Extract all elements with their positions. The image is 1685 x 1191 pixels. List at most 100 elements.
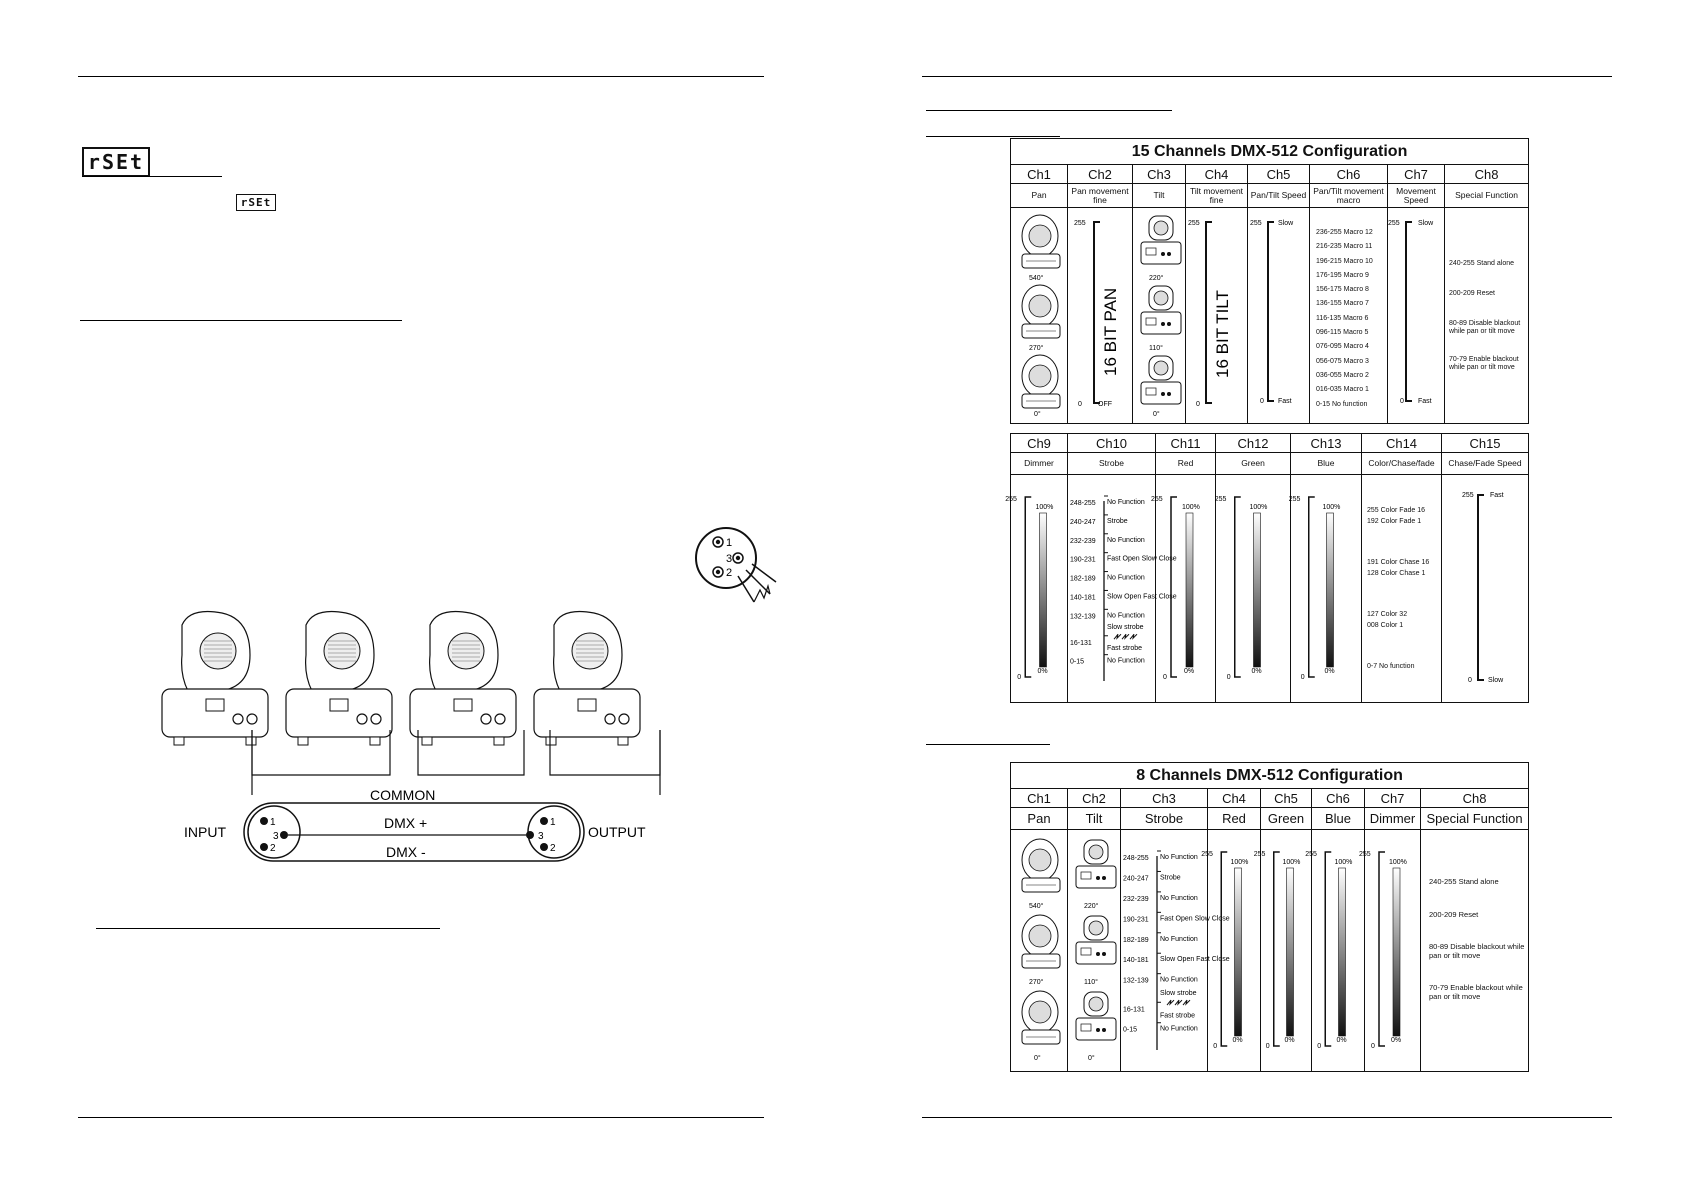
t15-fn-strobe: Strobe [1067, 452, 1156, 475]
t8-strobe-strobe-icon [1166, 999, 1191, 1006]
t15-ch11: Ch11 [1155, 433, 1216, 453]
cable-in-pin-2: 2 [270, 843, 276, 854]
t8-ch4: Ch4 [1207, 788, 1261, 808]
xlr-connector-icon: 1 3 2 [695, 527, 777, 603]
t8-ch1-pan-cell: 540° 270° 0° [1010, 829, 1068, 1072]
t15-ch3-tilt-cell: 220° 110° 0° [1132, 207, 1186, 424]
moving-head-fixture [285, 610, 393, 746]
moving-head-fixture [533, 610, 641, 746]
t8-grad-1-gradient-bar [1286, 867, 1294, 1037]
t8-pan-0: 0° [1034, 1054, 1041, 1062]
t15-strobe-range-8: 0-15 [1070, 659, 1084, 666]
xlr-pin-2: 2 [726, 567, 732, 579]
t8-strobe-range-8: 0-15 [1123, 1027, 1137, 1034]
t8-strobe-range-1: 240-247 [1123, 875, 1149, 882]
t15-ch4: Ch4 [1185, 164, 1248, 184]
t8-strobe-label-5: Slow Open Fast Close [1160, 956, 1230, 963]
t8-grad-1-0: 0 [1266, 1043, 1270, 1050]
t15-fn-pan-fine: Pan movement fine [1067, 183, 1133, 208]
t15-grad-2-gradient-bar [1253, 512, 1261, 668]
t8-grad-1-0pct: 0% [1285, 1037, 1295, 1044]
t15-fn-macro: Pan/Tilt movement macro [1309, 183, 1388, 208]
t8-ch8-enable-blackout: 70-79 Enable blackout while pan or tilt … [1429, 983, 1523, 1001]
t15-grad-1-gradient-bar [1185, 512, 1194, 668]
t8-ch5: Ch5 [1260, 788, 1312, 808]
t15-strobe-range-2: 232-239 [1070, 538, 1096, 545]
t8-grad-1-255: 255 [1254, 851, 1266, 858]
section-heading-underline-1 [80, 320, 402, 321]
t15-strobe-range-3: 190-231 [1070, 557, 1096, 564]
t15-grad-1-100pct: 100% [1182, 504, 1200, 511]
t8-grad-2-0pct: 0% [1337, 1037, 1347, 1044]
footer-rule-right [922, 1117, 1612, 1118]
t15-ch7-cell: 255 Slow 0 Fast [1387, 207, 1445, 424]
t15-ch8-special-list: 240-255 Stand alone 200-209 Reset 80-89 … [1443, 207, 1530, 424]
t15-fn-pan: Pan [1010, 183, 1068, 208]
t15-strobe-range-7: 16-131 [1070, 640, 1092, 647]
table8-title: 8 Channels DMX-512 Configuration [1009, 762, 1530, 789]
t8-ch1: Ch1 [1010, 788, 1068, 808]
t15-ch13: Ch13 [1290, 433, 1362, 453]
t15-grad-0-0: 0 [1017, 674, 1021, 681]
t15-ch2-off: OFF [1098, 401, 1112, 408]
t8-grad-3-0pct: 0% [1391, 1037, 1401, 1044]
t15-grad-2-0pct: 0% [1252, 668, 1262, 675]
reset-heading-underline [82, 176, 222, 177]
header-rule-right [922, 76, 1612, 77]
t8-strobe-range-6: 132-139 [1123, 978, 1149, 985]
t8-tilt-110: 110° [1084, 978, 1098, 986]
t15-grad-0-100pct: 100% [1036, 504, 1054, 511]
t15-ch5-fast: Fast [1278, 398, 1292, 405]
t15-grad-0-255: 255 [1005, 496, 1017, 503]
t8-strobe-label-3: Fast Open Slow Close [1160, 915, 1230, 922]
t15-fn-chase-fade-speed: Chase/Fade Speed [1441, 452, 1529, 475]
t8-strobe-range-5: 140-181 [1123, 957, 1149, 964]
t15-ch15-fast: Fast [1490, 492, 1504, 499]
t15-macro-4: 156-175 Macro 8 [1316, 286, 1369, 294]
t15-ch15: Ch15 [1441, 433, 1529, 453]
t15-ch14-chase16: 191 Color Chase 16 [1367, 559, 1430, 566]
t15-macro-8: 076-095 Macro 4 [1316, 343, 1369, 351]
t8-fn-pan: Pan [1010, 807, 1068, 830]
cable-out-pin-2: 2 [550, 843, 556, 854]
t15-strobe-label-0: No Function [1107, 499, 1145, 506]
dmx-plus-label: DMX + [384, 815, 427, 831]
t8-ch8-reset: 200-209 Reset [1429, 909, 1479, 919]
t15-ch1-pan-cell: 540° 270° 0° [1010, 207, 1068, 424]
t15-macro-0: 236-255 Macro 12 [1316, 229, 1373, 236]
t15-ch5: Ch5 [1247, 164, 1310, 184]
tilt-fixture-icons: 220° 110° 0° [1140, 215, 1182, 418]
t8-grad-3-0: 0 [1371, 1043, 1375, 1050]
t15-tilt-220: 220° [1149, 274, 1164, 282]
t15-strobe-label-9: No Function [1107, 658, 1145, 665]
t15-ch3: Ch3 [1132, 164, 1186, 184]
tilt-fixture-icon [1140, 215, 1182, 265]
t15-grad-0-0pct: 0% [1038, 668, 1048, 675]
pan-fixture-icon [1021, 354, 1060, 409]
t15-strobe-range-1: 240-247 [1070, 519, 1096, 526]
t15-strobe-label-2: No Function [1107, 537, 1145, 544]
moving-head-fixture [409, 610, 517, 746]
moving-head-fixture [161, 610, 269, 746]
t15-grad-1-255: 255 [1151, 496, 1163, 503]
t8-ch8-disable-blackout: 80-89 Disable blackout while pan or tilt… [1429, 942, 1525, 960]
t15-ch4-cell: 255 0 16 BIT TILT [1185, 207, 1248, 424]
footer-rule-left [78, 1117, 764, 1118]
t15-fn-red: Red [1155, 452, 1216, 475]
tilt-fixture-icon [1075, 839, 1117, 889]
t15-ch15-0: 0 [1468, 677, 1472, 684]
15ch-subheading-underline [926, 136, 1060, 137]
t8-pan-fixture-icons: 540° 270° 0° [1021, 838, 1060, 1062]
t15-ch14-chase1: 128 Color Chase 1 [1367, 570, 1426, 577]
t15-macro-7: 096-115 Macro 5 [1316, 329, 1369, 337]
t15-ch14-color-list: 255 Color Fade 16 192 Color Fade 1 191 C… [1361, 474, 1442, 703]
t8-strobe-label-9: No Function [1160, 1026, 1198, 1033]
t15-ch8-disable-blackout: 80-89 Disable blackout while pan or tilt… [1449, 320, 1521, 335]
moving-head-fixtures [161, 610, 641, 746]
table15-title: 15 Channels DMX-512 Configuration [1009, 138, 1530, 165]
t15-ch9: Ch9 [1010, 433, 1068, 453]
